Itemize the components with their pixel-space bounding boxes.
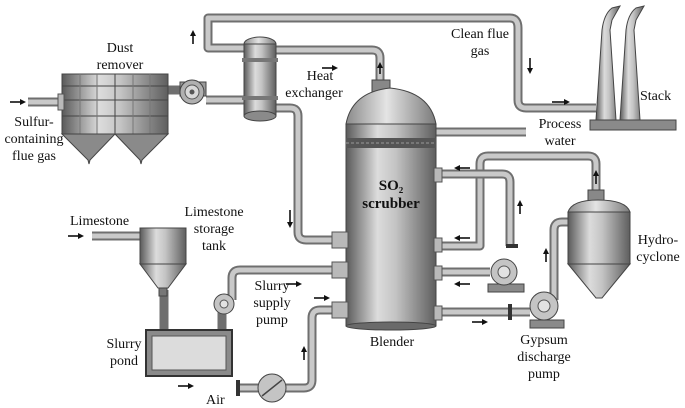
slurry-pond	[145, 329, 233, 377]
label-limestone: Limestone	[70, 214, 129, 229]
label-limestone-tank-3: tank	[202, 239, 226, 254]
label-limestone-tank-1: Limestone	[184, 205, 243, 220]
heat-exchanger	[242, 36, 278, 122]
label-blender: Blender	[370, 335, 415, 350]
label-gypsum-pump-3: pump	[528, 367, 560, 382]
recirculation-pump	[487, 244, 525, 293]
label-dust-remover-1: Dust	[107, 41, 134, 56]
label-sulfur-gas-1: Sulfur-	[14, 115, 54, 130]
flow-arrows	[10, 30, 599, 389]
pipe-network	[28, 13, 601, 393]
label-stack: Stack	[640, 89, 671, 104]
stack	[589, 5, 677, 131]
so2-scrubber	[331, 79, 443, 331]
label-gypsum-pump-2: discharge	[517, 350, 570, 365]
air-blower	[236, 373, 287, 403]
label-clean-flue-gas-2: gas	[471, 44, 490, 59]
gypsum-discharge-pump	[508, 291, 565, 329]
label-sulfur-gas-3: flue gas	[12, 149, 56, 164]
label-heat-exchanger-1: Heat	[307, 69, 334, 84]
label-heat-exchanger-2: exchanger	[285, 86, 343, 101]
label-slurry-supply-pump-3: pump	[256, 313, 288, 328]
hydrocyclone	[566, 189, 632, 299]
label-limestone-tank-2: storage	[194, 222, 234, 237]
label-clean-flue-gas-1: Clean flue	[451, 27, 509, 42]
limestone-storage-tank	[139, 227, 187, 297]
labels: Sulfur- containing flue gas Dust remover…	[4, 27, 679, 408]
label-scrubber-2: scrubber	[362, 196, 420, 212]
label-dust-remover-2: remover	[97, 58, 144, 73]
label-gypsum-pump-1: Gypsum	[520, 333, 568, 348]
slurry-supply-pump	[213, 293, 235, 315]
label-air: Air	[206, 393, 225, 408]
label-slurry-supply-pump-1: Slurry	[255, 279, 290, 294]
label-hydrocyclone-1: Hydro-	[638, 233, 679, 248]
label-hydrocyclone-2: cyclone	[636, 250, 680, 265]
label-slurry-pond-2: pond	[110, 354, 138, 369]
dust-remover	[57, 73, 170, 165]
label-process-water-1: Process	[539, 117, 582, 132]
label-sulfur-gas-2: containing	[4, 132, 63, 147]
label-slurry-supply-pump-2: supply	[253, 296, 290, 311]
label-slurry-pond-1: Slurry	[107, 337, 142, 352]
fan	[179, 79, 207, 105]
label-scrubber-1: SO₂	[379, 178, 404, 194]
label-process-water-2: water	[544, 134, 575, 149]
